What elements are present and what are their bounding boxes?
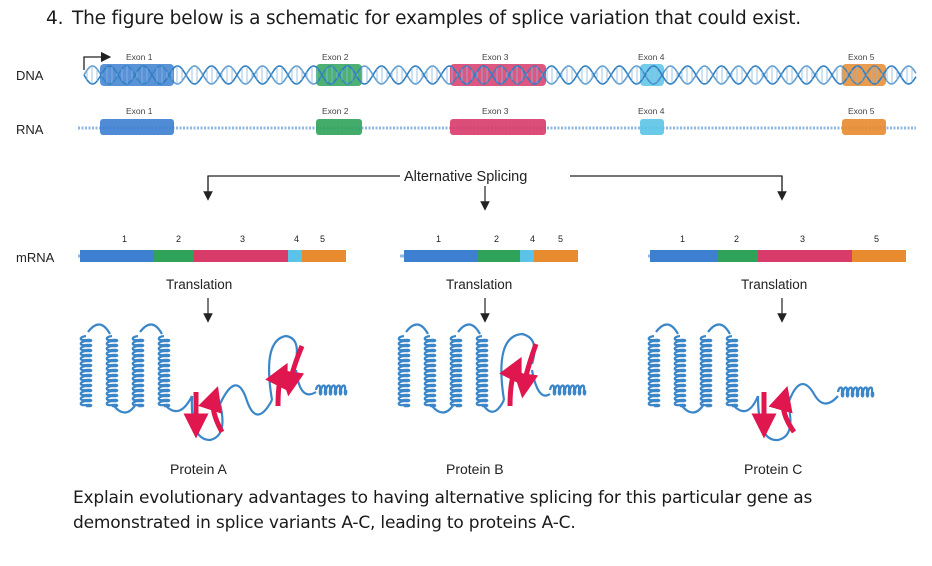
dna-exon-1-label: Exon 1 <box>126 52 153 62</box>
variant-c-num-3: 3 <box>800 234 805 244</box>
variant-a-translation-label: Translation <box>166 277 232 292</box>
protein-a-label: Protein A <box>170 461 227 477</box>
variant-a-num-4: 4 <box>294 234 299 244</box>
question-title: 4. The figure below is a schematic for ex… <box>46 8 906 29</box>
rna-exon-4 <box>640 119 664 135</box>
variant-c-num-1: 1 <box>680 234 685 244</box>
dna-label: DNA <box>16 68 44 83</box>
splice-variation-figure: DNA RNA mRNA Exon 1 Exon 2 Exon 3 Exon 4… <box>16 51 917 477</box>
dna-exon-boxes <box>100 64 886 86</box>
question-prompt: Explain evolutionary advantages to havin… <box>73 488 813 533</box>
mrna-variant-c <box>648 250 906 262</box>
dna-exon-2-label: Exon 2 <box>322 52 349 62</box>
rna-exon-1-label: Exon 1 <box>126 106 153 116</box>
dna-exon-4-label: Exon 4 <box>638 52 665 62</box>
protein-a-structure <box>79 323 348 442</box>
translation-arrows <box>203 298 787 323</box>
dna-helix <box>83 65 917 85</box>
question-number: 4. <box>46 8 64 29</box>
variant-c-translation-label: Translation <box>741 277 807 292</box>
variant-a-num-3: 3 <box>240 234 245 244</box>
protein-b-beta-strands <box>499 343 539 407</box>
rna-exon-3-label: Exon 3 <box>482 106 509 116</box>
variant-b-num-4: 4 <box>530 234 535 244</box>
variant-b-num-5: 5 <box>558 234 563 244</box>
mrna-variant-b <box>400 250 578 262</box>
rna-exon-3 <box>450 119 546 135</box>
protein-b-label: Protein B <box>446 461 504 477</box>
variant-c-num-2: 2 <box>734 234 739 244</box>
rna-label: RNA <box>16 122 44 137</box>
protein-c-structure <box>647 323 875 442</box>
variant-b-num-1: 1 <box>436 234 441 244</box>
rna-strand <box>78 119 916 135</box>
transcription-start-arrow <box>83 51 112 70</box>
variant-a-num-5: 5 <box>320 234 325 244</box>
variant-b-translation-label: Translation <box>446 277 512 292</box>
variant-a-num-1: 1 <box>122 234 127 244</box>
variant-c-num-5: 5 <box>874 234 879 244</box>
dna-exon-5-label: Exon 5 <box>848 52 875 62</box>
variant-a-num-2: 2 <box>176 234 181 244</box>
protein-b-structure <box>397 323 587 414</box>
protein-c-label: Protein C <box>744 461 802 477</box>
rna-exon-4-label: Exon 4 <box>638 106 665 116</box>
rna-exon-5-label: Exon 5 <box>848 106 875 116</box>
mrna-label: mRNA <box>16 250 55 265</box>
alternative-splicing-bracket <box>203 175 787 211</box>
rna-exon-1 <box>100 119 174 135</box>
alternative-splicing-label: Alternative Splicing <box>404 169 527 185</box>
variant-b-num-2: 2 <box>494 234 499 244</box>
rna-exon-2 <box>316 119 362 135</box>
protein-c-beta-strands <box>751 385 797 439</box>
dna-exon-3-label: Exon 3 <box>482 52 509 62</box>
rna-exon-2-label: Exon 2 <box>322 106 349 116</box>
question-title-text: The figure below is a schematic for exam… <box>72 8 801 29</box>
mrna-variant-a <box>78 250 346 262</box>
rna-exon-5 <box>842 119 886 135</box>
protein-a-beta-strands <box>183 345 305 439</box>
